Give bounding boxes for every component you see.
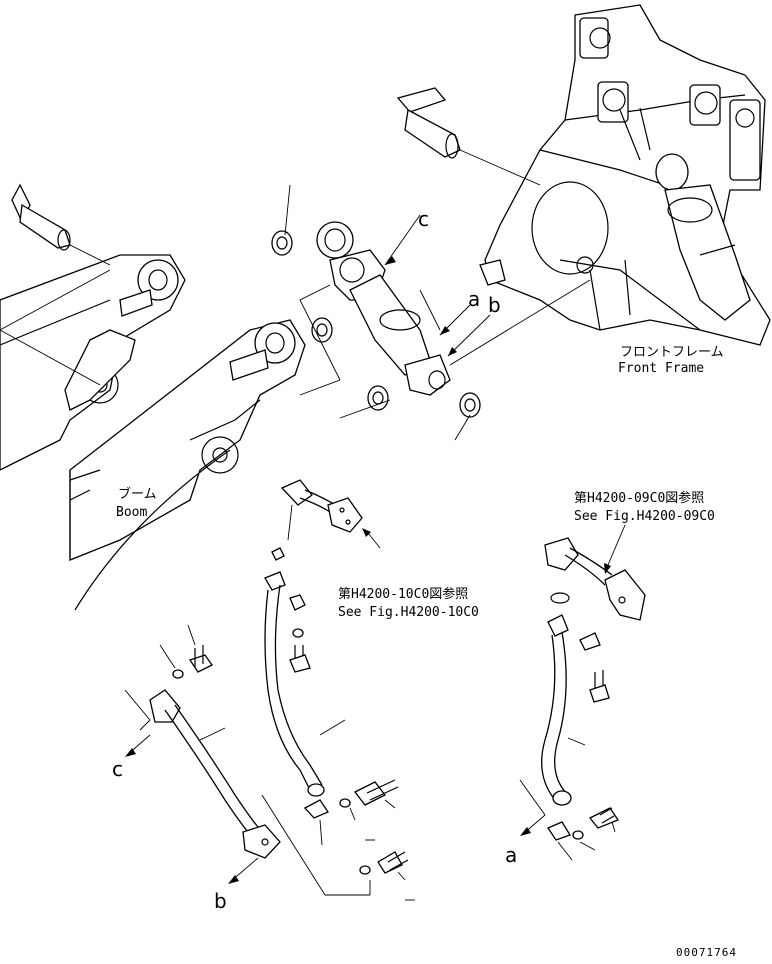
arrow-c-top (385, 256, 396, 265)
leader-ref-09c0 (604, 524, 626, 573)
bushings (271, 230, 481, 418)
ref-10c0-label-jp: 第H4200-10C0図参照 (338, 586, 468, 602)
ref-09c0-label-en: See Fig.H4200-09C0 (574, 509, 715, 524)
front-frame-label-en: Front Frame (618, 361, 704, 376)
callout-a-top: a (468, 287, 480, 311)
arrow-b-bottom (228, 875, 239, 884)
arrow-ref-09c0 (604, 563, 611, 574)
drawing-number: 00071764 (676, 946, 737, 959)
frame-cylinder (655, 153, 751, 321)
boom-label-en: Boom (116, 505, 147, 520)
leader-b-top (447, 314, 491, 357)
pin-left (11, 183, 111, 266)
arrow-c-bottom (125, 748, 136, 757)
arrow-b-top (448, 347, 457, 356)
leader-c-top (384, 214, 421, 266)
callout-a-bottom: a (505, 843, 517, 867)
callout-b-bottom: b (214, 889, 227, 913)
pin-top (396, 87, 541, 186)
arrow-a-bottom (520, 827, 531, 836)
right-tube-assembly (519, 537, 646, 861)
boom-label-jp: ブーム (118, 486, 157, 502)
leader-boom (0, 269, 111, 386)
front-frame (479, 4, 771, 346)
elbow-fitting-ref-10c0 (280, 479, 381, 549)
callout-c-top: c (418, 207, 429, 231)
front-frame-label-jp: フロントフレーム (620, 345, 724, 360)
ref-09c0-label-jp: 第H4200-09C0図参照 (574, 490, 704, 506)
center-hose-assembly (261, 547, 415, 901)
callout-c-bottom: c (112, 757, 123, 781)
boom (0, 254, 306, 611)
boom-cylinder (316, 221, 451, 396)
leaders-center (284, 184, 591, 441)
arrow-a-top (440, 326, 450, 335)
left-tube-assembly (124, 624, 281, 859)
ref-10c0-label-en: See Fig.H4200-10C0 (338, 605, 479, 620)
callout-b-top: b (488, 293, 501, 317)
arrow-ref-10c0 (362, 528, 371, 537)
